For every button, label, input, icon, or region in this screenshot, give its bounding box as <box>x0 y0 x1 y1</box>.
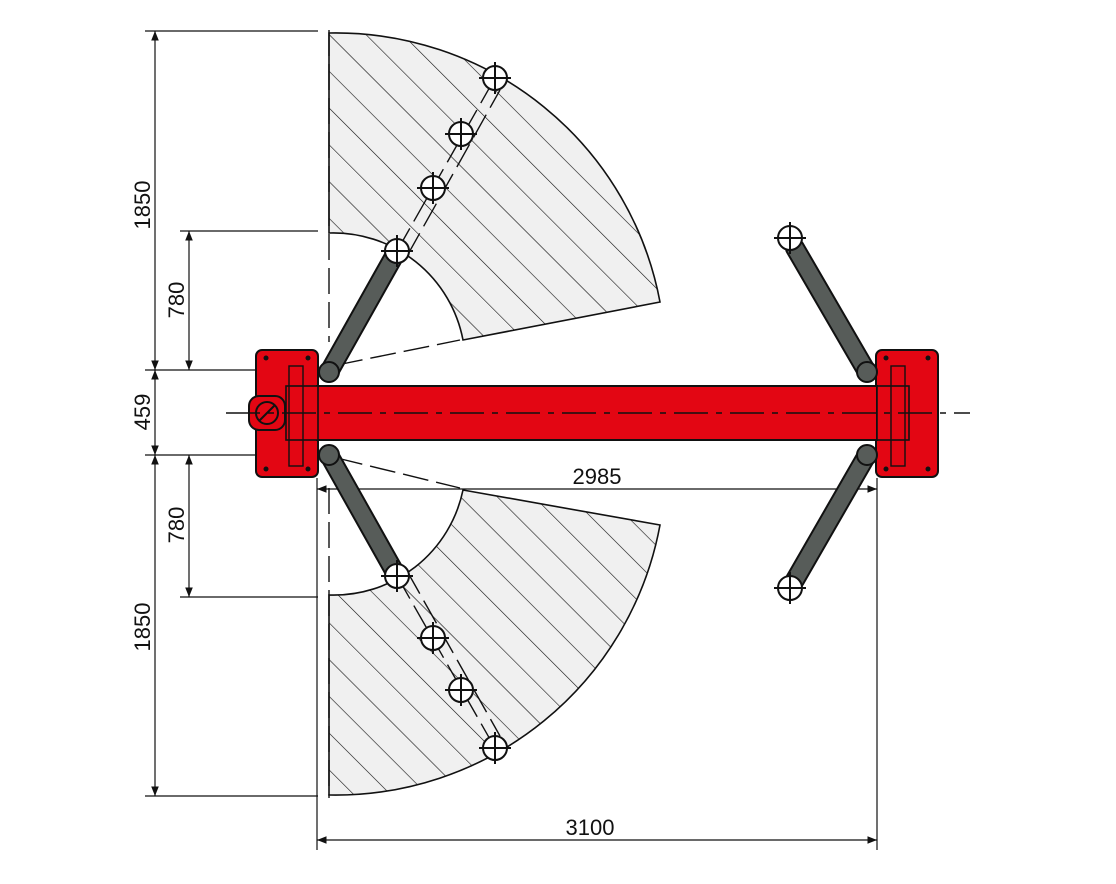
bolt <box>305 355 311 361</box>
crosshair-circle-icon <box>479 62 511 94</box>
bolt <box>263 466 269 472</box>
bolt <box>305 466 311 472</box>
crosshair-circle-icon <box>417 172 449 204</box>
upper-right-arm <box>787 240 875 380</box>
crosshair-circle-icon <box>445 674 477 706</box>
lower-right-arm-pivot <box>856 444 878 466</box>
upper-left-arm-pivot <box>318 361 340 383</box>
dim-label-bottom-outer: 1850 <box>130 603 155 652</box>
crosshair-circle-icon <box>479 732 511 764</box>
dim-label-inside-width: 2985 <box>573 464 622 489</box>
left-column-slot <box>288 365 304 467</box>
upper-arm-reach-line <box>336 339 461 366</box>
lift-frame <box>226 349 970 478</box>
crosshair-circle-icon <box>381 560 413 592</box>
crosshair-circle-icon <box>774 572 806 604</box>
reference-lines <box>316 30 878 850</box>
lower-right-arm <box>787 447 875 588</box>
bolt <box>883 466 889 472</box>
dim-label-top-inner: 780 <box>164 282 189 319</box>
crosshair-circle-icon <box>417 622 449 654</box>
bolt <box>263 355 269 361</box>
upper-left-arm <box>321 243 405 380</box>
upper-right-arm-pivot <box>856 361 878 383</box>
crosshair-circle-icon <box>381 235 413 267</box>
dim-label-top-outer: 1850 <box>130 181 155 230</box>
left-dimension-chain: 1850 780 459 780 1850 <box>130 30 318 797</box>
crosshair-circle-icon <box>774 222 806 254</box>
bolt <box>925 355 931 361</box>
lift-pads <box>381 62 806 764</box>
dim-label-overall-width: 3100 <box>566 815 615 840</box>
upper-arm-extension-b <box>406 89 501 257</box>
lower-arm-reach-line <box>336 457 461 489</box>
lift-arms <box>319 77 877 749</box>
dim-label-column: 459 <box>130 394 155 431</box>
right-column-slot <box>890 365 906 467</box>
dim-label-bottom-inner: 780 <box>164 507 189 544</box>
lower-left-arm <box>321 447 405 584</box>
bolt <box>925 466 931 472</box>
bolt <box>883 355 889 361</box>
horizontal-dimensions: 2985 3100 <box>317 464 877 844</box>
lower-arm-extension-b <box>406 570 501 737</box>
crosshair-circle-icon <box>445 118 477 150</box>
lower-left-arm-pivot <box>318 444 340 466</box>
